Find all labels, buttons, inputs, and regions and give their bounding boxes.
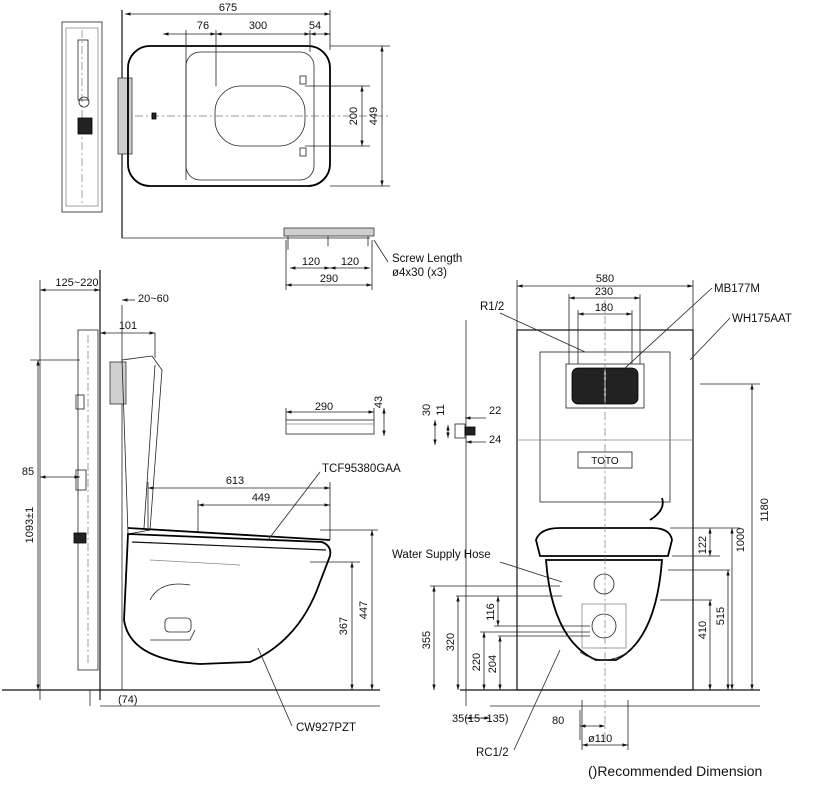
front-view: TOTO 580 230 180 R1/2 MB177M WH175AAT xyxy=(392,273,792,759)
dim-74: (74) xyxy=(118,694,138,706)
label-rc12: RC1/2 xyxy=(476,747,509,759)
side-view: 125~220 20~60 101 85 1093±1 613 449 447 … xyxy=(2,270,401,734)
fitting-detail: 30 11 22 24 xyxy=(421,404,501,446)
dim-449: 449 xyxy=(368,107,380,125)
fit-dim-11: 11 xyxy=(435,404,447,415)
fit-dim-22: 22 xyxy=(489,405,501,417)
screw-dim-total: 290 xyxy=(320,273,338,285)
dim-367: 367 xyxy=(338,617,350,635)
screw-detail: 120 120 290 Screw Length ø4x30 (x3) xyxy=(283,227,462,290)
dim-122: 122 xyxy=(697,536,709,554)
dim-110: ø110 xyxy=(588,733,612,745)
seat-model-label: TCF95380GAA xyxy=(322,463,401,475)
dim-35: 35(15~135) xyxy=(452,713,509,725)
dim-675: 675 xyxy=(219,2,237,14)
toilet-model-label: CW927PZT xyxy=(296,722,356,734)
label-wh175aat: WH175AAT xyxy=(732,313,792,325)
dim-116: 116 xyxy=(485,603,497,621)
dim-85: 85 xyxy=(22,466,34,478)
dim-220: 220 xyxy=(471,653,483,671)
plate-detail: 290 43 xyxy=(285,396,386,436)
dim-447: 447 xyxy=(358,601,370,619)
fit-dim-24: 24 xyxy=(489,434,501,446)
top-view: 675 76 300 54 200 449 xyxy=(61,2,390,239)
dim-320: 320 xyxy=(445,633,457,651)
dim-449-side: 449 xyxy=(252,492,270,504)
dim-230: 230 xyxy=(595,286,613,298)
screw-length-label: Screw Length xyxy=(392,253,462,265)
plate-dim-43: 43 xyxy=(373,396,385,408)
label-r12: R1/2 xyxy=(480,301,504,313)
dim-125-220: 125~220 xyxy=(55,277,98,289)
dim-1180: 1180 xyxy=(759,498,771,522)
dim-54: 54 xyxy=(309,20,321,32)
dim-80: 80 xyxy=(552,715,564,727)
dim-101: 101 xyxy=(119,320,137,332)
screw-dim-left: 120 xyxy=(302,256,320,268)
dim-200: 200 xyxy=(348,107,360,125)
dim-515: 515 xyxy=(715,607,727,625)
dim-204: 204 xyxy=(487,655,499,673)
dim-1093: 1093±1 xyxy=(24,507,36,544)
dim-180: 180 xyxy=(595,302,613,314)
dim-1000: 1000 xyxy=(735,528,747,552)
plate-dim-290: 290 xyxy=(315,401,333,413)
caption: ()Recommended Dimension xyxy=(588,763,762,779)
label-mb177m: MB177M xyxy=(714,283,760,295)
dim-580: 580 xyxy=(596,273,614,285)
dim-20-60: 20~60 xyxy=(138,293,169,305)
screw-dim-right: 120 xyxy=(341,256,359,268)
dim-76: 76 xyxy=(197,20,209,32)
dim-410: 410 xyxy=(697,621,709,639)
label-hose: Water Supply Hose xyxy=(392,549,491,561)
dim-300: 300 xyxy=(249,20,267,32)
dim-613: 613 xyxy=(226,475,244,487)
fit-dim-30: 30 xyxy=(421,404,433,416)
dim-355: 355 xyxy=(421,631,433,649)
screw-size-label: ø4x30 (x3) xyxy=(392,267,447,279)
